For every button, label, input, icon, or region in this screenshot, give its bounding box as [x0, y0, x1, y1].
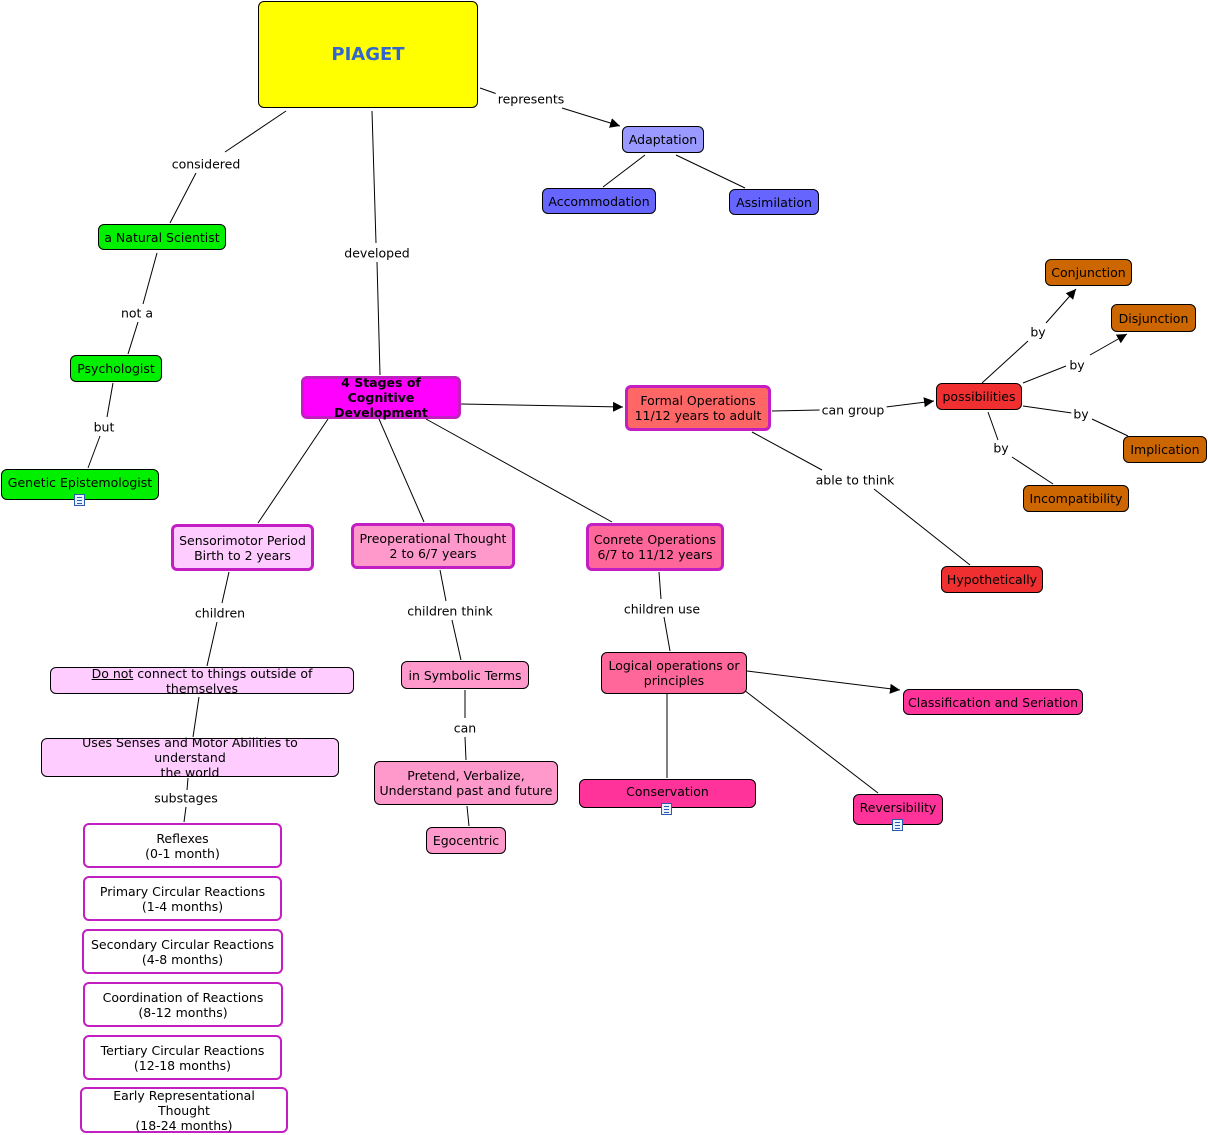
node-reversibility[interactable]: Reversibility [853, 794, 943, 825]
node-logical-operations-label: Logical operations or principles [608, 658, 740, 688]
node-adaptation[interactable]: Adaptation [622, 126, 704, 153]
node-symbolic-terms-label: in Symbolic Terms [408, 667, 522, 683]
node-symbolic-terms[interactable]: in Symbolic Terms [401, 661, 529, 689]
node-substage-primary[interactable]: Primary Circular Reactions (1-4 months) [83, 876, 282, 921]
node-natural-scientist[interactable]: a Natural Scientist [98, 224, 226, 250]
link-label-can: can [451, 720, 479, 736]
node-formal-operations[interactable]: Formal Operations 11/12 years to adult [625, 385, 771, 431]
document-icon[interactable] [74, 494, 85, 506]
link-label-by-disjunction: by [1067, 357, 1087, 373]
link-label-represents: represents [495, 91, 567, 107]
node-substage-reflexes[interactable]: Reflexes (0-1 month) [83, 823, 282, 868]
node-assimilation[interactable]: Assimilation [729, 189, 819, 215]
node-piaget[interactable]: PIAGET [258, 1, 478, 108]
node-adaptation-label: Adaptation [628, 132, 698, 147]
node-substage-early-label: Early Representational Thought (18-24 mo… [113, 1087, 255, 1133]
node-four-stages-label: 4 Stages of Cognitive Development [334, 375, 428, 420]
link-label-able-to-think: able to think [813, 472, 897, 488]
node-reversibility-label: Reversibility [859, 800, 937, 815]
link-label-developed: developed [342, 245, 412, 261]
link-label-can-group: can group [819, 402, 887, 418]
node-sensorimotor[interactable]: Sensorimotor Period Birth to 2 years [171, 524, 314, 571]
node-psychologist-label: Psychologist [77, 361, 155, 376]
node-concrete-operations[interactable]: Conrete Operations 6/7 to 11/12 years [586, 523, 724, 571]
node-preoperational-label: Preoperational Thought 2 to 6/7 years [359, 531, 507, 561]
node-substage-secondary[interactable]: Secondary Circular Reactions (4-8 months… [82, 929, 283, 974]
document-icon[interactable] [661, 803, 672, 815]
node-classification-label: Classification and Seriation [908, 694, 1079, 710]
link-label-children-think: children think [405, 603, 495, 619]
node-hypothetically-label: Hypothetically [946, 572, 1038, 587]
node-substage-primary-label: Primary Circular Reactions (1-4 months) [99, 883, 266, 914]
link-label-by-implication: by [1071, 406, 1091, 422]
node-pretend-label: Pretend, Verbalize, Understand past and … [379, 768, 553, 798]
node-substage-coordination[interactable]: Coordination of Reactions (8-12 months) [83, 982, 283, 1027]
node-conjunction[interactable]: Conjunction [1045, 259, 1132, 286]
node-substage-reflexes-label: Reflexes (0-1 month) [145, 830, 220, 861]
node-sensorimotor-label: Sensorimotor Period Birth to 2 years [179, 532, 306, 563]
link-label-not-a: not a [118, 305, 156, 321]
link-label-substages: substages [152, 790, 220, 806]
node-substage-tertiary-label: Tertiary Circular Reactions (12-18 month… [100, 1042, 265, 1073]
node-substage-tertiary[interactable]: Tertiary Circular Reactions (12-18 month… [83, 1035, 282, 1080]
link-label-by-conjunction: by [1028, 324, 1048, 340]
node-implication[interactable]: Implication [1123, 436, 1207, 463]
node-disjunction[interactable]: Disjunction [1111, 304, 1196, 332]
node-piaget-label: PIAGET [331, 44, 405, 65]
node-possibilities[interactable]: possibilities [936, 383, 1022, 410]
node-substage-secondary-label: Secondary Circular Reactions (4-8 months… [90, 936, 275, 967]
node-disjunction-label: Disjunction [1118, 310, 1189, 326]
link-label-considered: considered [169, 156, 243, 172]
do-not-underlined: Do not [91, 665, 134, 681]
node-accommodation[interactable]: Accommodation [542, 188, 656, 214]
node-formal-operations-label: Formal Operations 11/12 years to adult [634, 393, 762, 423]
node-possibilities-label: possibilities [942, 389, 1016, 404]
node-substage-early[interactable]: Early Representational Thought (18-24 mo… [80, 1087, 288, 1133]
node-conservation-label: Conservation [626, 784, 709, 799]
node-genetic-epistemologist-label: Genetic Epistemologist [7, 475, 153, 490]
node-accommodation-label: Accommodation [548, 193, 650, 209]
node-implication-label: Implication [1130, 442, 1200, 457]
node-senses-motor-label: Uses Senses and Motor Abilities to under… [82, 735, 298, 780]
link-label-children-use: children use [621, 601, 703, 617]
node-logical-operations[interactable]: Logical operations or principles [601, 652, 747, 694]
node-do-not-connect[interactable]: Do not connect to things outside of them… [50, 666, 354, 696]
node-concrete-operations-label: Conrete Operations 6/7 to 11/12 years [593, 532, 717, 562]
node-incompatibility[interactable]: Incompatibility [1023, 485, 1129, 512]
do-not-rest: connect to things outside of themselves [133, 665, 313, 696]
node-four-stages[interactable]: 4 Stages of Cognitive Development [301, 375, 461, 420]
node-incompatibility-label: Incompatibility [1029, 491, 1123, 506]
node-preoperational[interactable]: Preoperational Thought 2 to 6/7 years [351, 523, 515, 569]
link-label-by-incompatibility: by [991, 440, 1011, 456]
document-icon[interactable] [892, 819, 903, 831]
node-natural-scientist-label: a Natural Scientist [104, 229, 220, 245]
node-hypothetically[interactable]: Hypothetically [941, 566, 1043, 593]
node-assimilation-label: Assimilation [736, 194, 812, 210]
node-do-not-connect-label: Do not connect to things outside of them… [55, 666, 349, 696]
node-substage-coordination-label: Coordination of Reactions (8-12 months) [102, 989, 264, 1020]
node-egocentric[interactable]: Egocentric [426, 827, 506, 854]
node-senses-motor[interactable]: Uses Senses and Motor Abilities to under… [41, 735, 339, 780]
link-label-children: children [192, 605, 248, 621]
node-egocentric-label: Egocentric [432, 833, 500, 848]
node-pretend[interactable]: Pretend, Verbalize, Understand past and … [374, 761, 558, 805]
node-conjunction-label: Conjunction [1051, 265, 1126, 280]
node-psychologist[interactable]: Psychologist [70, 355, 162, 382]
link-label-but: but [91, 419, 117, 435]
node-classification[interactable]: Classification and Seriation [903, 689, 1083, 715]
